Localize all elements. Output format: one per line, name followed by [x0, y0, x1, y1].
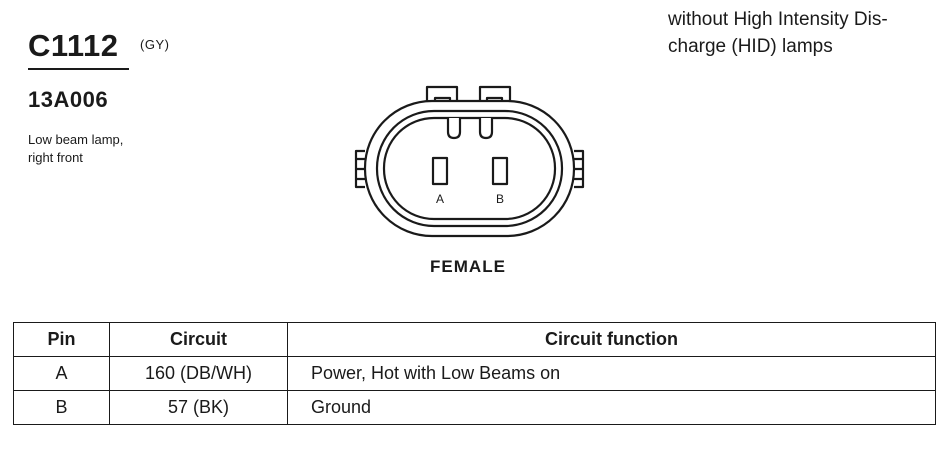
table-header-row: Pin Circuit Circuit function	[13, 322, 936, 357]
cell-circuit: 160 (DB/WH)	[109, 356, 288, 391]
terminal-slot-a	[431, 156, 449, 186]
key-left	[446, 118, 462, 140]
part-number: 13A006	[28, 87, 109, 112]
connector-color-code: (GY)	[140, 37, 170, 52]
pin-table: Pin Circuit Circuit function A 160 (DB/W…	[13, 322, 936, 425]
note-line: without High Intensity Dis-	[668, 9, 888, 30]
table-row: A 160 (DB/WH) Power, Hot with Low Beams …	[13, 356, 936, 391]
housing-rim	[375, 109, 564, 228]
cell-function: Ground	[287, 390, 936, 425]
table-row: B 57 (BK) Ground	[13, 390, 936, 425]
header-function: Circuit function	[287, 322, 936, 357]
connector-gender-label: FEMALE	[430, 257, 506, 276]
housing-inner	[382, 116, 557, 221]
connector-description: Low beam lamp, right front	[28, 131, 198, 167]
side-rib-right	[574, 149, 585, 189]
note-line: charge (HID) lamps	[668, 36, 833, 57]
housing-outer	[363, 99, 576, 238]
description-line: right front	[28, 150, 83, 165]
pin-label-a: A	[436, 192, 444, 206]
connector-face-diagram: A B	[354, 85, 585, 238]
cell-function: Power, Hot with Low Beams on	[287, 356, 936, 391]
cell-circuit: 57 (BK)	[109, 390, 288, 425]
side-rib-left	[354, 149, 365, 189]
header-circuit: Circuit	[109, 322, 288, 357]
connector-id-underline	[28, 68, 129, 70]
connector-id: C1112	[28, 28, 119, 63]
applicability-note: without High Intensity Dis- charge (HID)…	[668, 6, 950, 60]
description-line: Low beam lamp,	[28, 132, 124, 147]
cell-pin: B	[13, 390, 110, 425]
terminal-slot-b	[491, 156, 509, 186]
pin-label-b: B	[496, 192, 504, 206]
key-right	[478, 118, 494, 140]
header-pin: Pin	[13, 322, 110, 357]
cell-pin: A	[13, 356, 110, 391]
